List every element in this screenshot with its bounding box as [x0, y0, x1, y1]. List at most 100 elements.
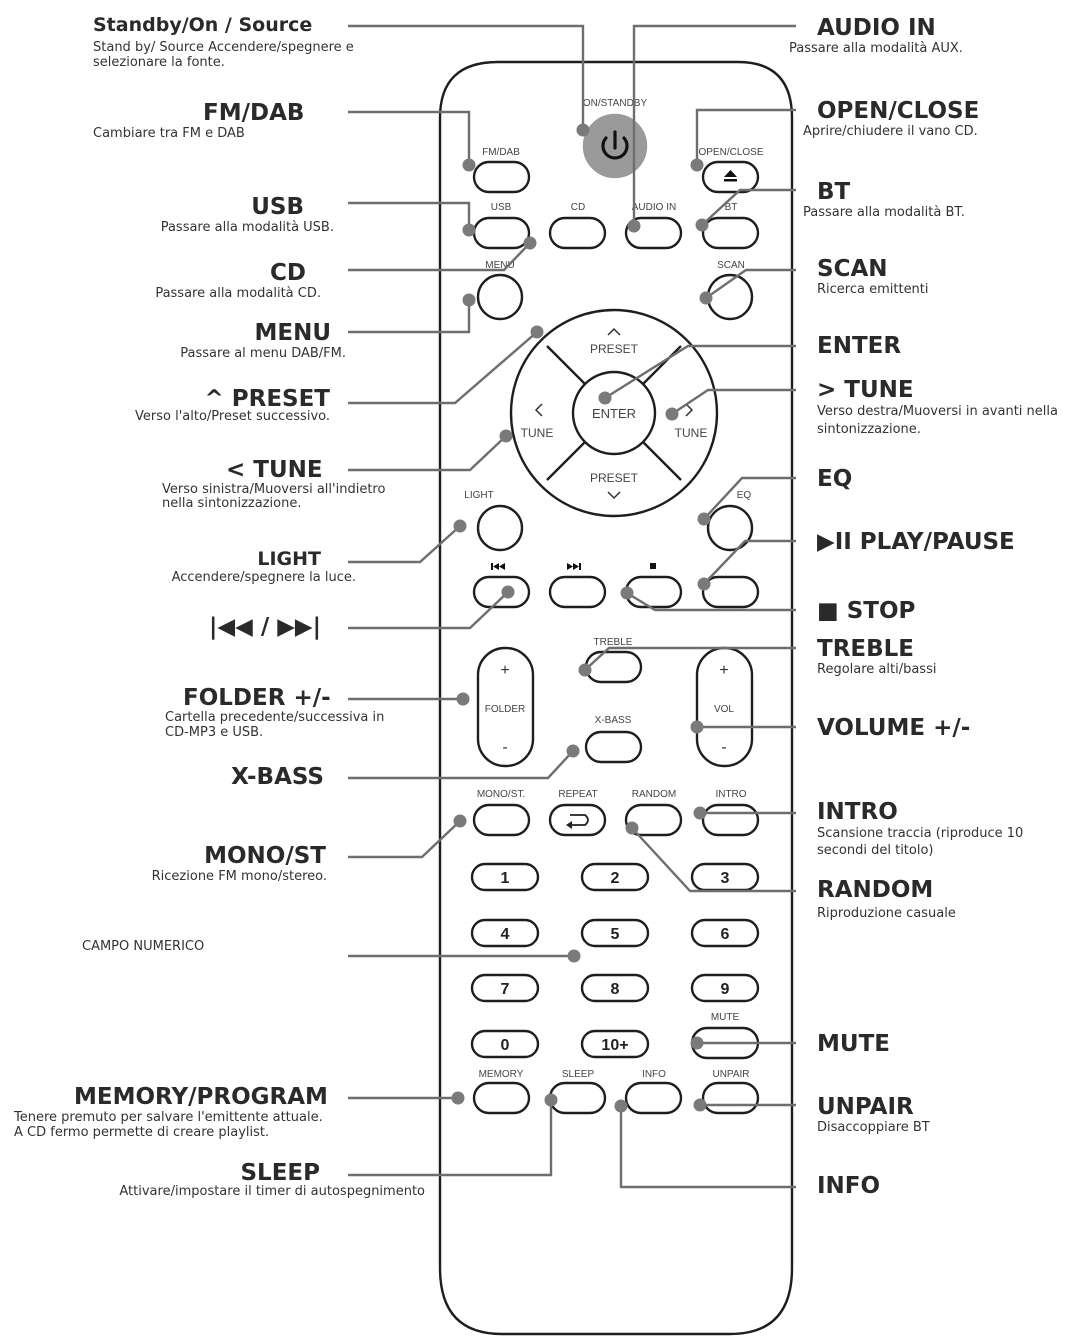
leader-dot-treble [578, 663, 592, 677]
annotation-fmdab-title: FM/DAB [203, 100, 305, 126]
annotation-audioin: AUDIO IN Passare alla modalità AUX. [789, 15, 963, 56]
leader-dot-fmdab [462, 158, 476, 172]
openclose-button[interactable] [701, 160, 760, 194]
leader-line-sleep [348, 1100, 553, 1177]
stop-button[interactable] [624, 575, 683, 609]
menu-button[interactable] [476, 273, 524, 321]
intro-button[interactable] [701, 803, 760, 837]
annotation-enter: ENTER [817, 333, 901, 359]
light-button[interactable] [476, 504, 524, 552]
bt-button[interactable] [701, 216, 760, 250]
annotation-memory: MEMORY/PROGRAM Tenere premuto per salvar… [14, 1084, 328, 1140]
leader-dot-stop [620, 586, 634, 600]
leader-dot-menu [462, 293, 476, 307]
rocker-signs: + - + - [500, 662, 728, 756]
annotation-standby: Standby/On / Source Stand by/ Source Acc… [93, 12, 383, 70]
number-button-10+[interactable] [580, 1029, 650, 1059]
number-button-0[interactable] [470, 1029, 540, 1059]
cd-button[interactable] [548, 216, 607, 250]
number-label-5: 5 [611, 926, 620, 943]
number-button-7[interactable] [470, 973, 540, 1003]
label-bt: BT [725, 202, 738, 213]
eq-button[interactable] [706, 504, 754, 552]
leader-line-info [619, 1106, 796, 1189]
enter-button[interactable] [571, 370, 657, 456]
annotation-scan-desc: Ricerca emittenti [817, 282, 929, 297]
transport-icons [491, 563, 656, 570]
unpair-button[interactable] [701, 1081, 760, 1115]
annotation-light: LIGHT Accendere/spegnere la luce. [172, 548, 356, 585]
dpad-down-label: PRESET [590, 471, 639, 485]
annotation-memory-title: MEMORY/PROGRAM [74, 1084, 328, 1110]
xbass-button[interactable] [584, 730, 643, 764]
number-button-5[interactable] [580, 918, 650, 948]
sleep-button[interactable] [548, 1081, 607, 1115]
audioin-button[interactable] [624, 216, 683, 250]
annotation-enter-title: ENTER [817, 333, 902, 359]
leader-dot-sleep [544, 1093, 558, 1107]
leader-dot-xbass [566, 744, 580, 758]
number-button-9[interactable] [690, 973, 760, 1003]
number-button-6[interactable] [690, 918, 760, 948]
number-button-1[interactable] [470, 862, 540, 892]
next-button[interactable] [548, 575, 607, 609]
annotation-light-desc: Accendere/spegnere la luce. [171, 570, 356, 585]
dpad-arrows [534, 327, 694, 500]
number-label-9: 9 [721, 981, 730, 998]
annotation-mute: MUTE [817, 1031, 890, 1057]
leader-dot-tune-l [499, 429, 513, 443]
dpad-right-label: TUNE [675, 426, 708, 440]
playpause-button[interactable] [701, 575, 760, 609]
annotation-intro-title: INTRO [817, 799, 898, 825]
annotation-monost-title: MONO/ST [204, 843, 326, 869]
annotation-tune-right-title: > TUNE [817, 377, 914, 403]
usb-button[interactable] [472, 216, 531, 250]
treble-button[interactable] [584, 650, 643, 684]
annotation-treble-desc: Regolare alti/bassi [817, 662, 937, 677]
leader-dot-memory [451, 1091, 465, 1105]
annotation-usb: USB Passare alla modalità USB. [161, 194, 334, 235]
repeat-button[interactable] [548, 803, 607, 837]
monost-button[interactable] [472, 803, 531, 837]
leader-dot-unpair [693, 1098, 707, 1112]
number-button-2[interactable] [580, 862, 650, 892]
annotation-tune-left-desc: Verso sinistra/Muoversi all'indietro nel… [162, 482, 386, 511]
annotation-sleep-title: SLEEP [240, 1160, 320, 1186]
info-button[interactable] [624, 1081, 683, 1115]
annotation-random-title: RANDOM [817, 877, 934, 903]
fmdab-button[interactable] [472, 160, 531, 194]
annotation-treble: TREBLE Regolare alti/bassi [817, 636, 936, 677]
annotation-standby-title: Standby/On / Source [93, 14, 313, 36]
number-label-4: 4 [501, 926, 510, 943]
leader-line-menu [348, 300, 471, 334]
random-button[interactable] [624, 803, 683, 837]
label-xbass: X-BASS [595, 715, 632, 726]
number-button-4[interactable] [470, 918, 540, 948]
leader-dot-openclose [690, 158, 704, 172]
annotation-unpair: UNPAIR Disaccoppiare BT [817, 1094, 930, 1135]
memory-button[interactable] [472, 1081, 531, 1115]
annotation-menu-title: MENU [254, 320, 331, 346]
dpad-left-arrow [534, 403, 543, 417]
leader-dot-mute [690, 1036, 704, 1050]
folder-rocker[interactable] [476, 646, 535, 768]
annotation-info: INFO [817, 1173, 880, 1199]
dpad-up-arrow [607, 327, 621, 336]
dpad-outer [509, 308, 719, 518]
annotation-volume-title: VOLUME +/- [817, 715, 971, 741]
leader-line-tune-r [671, 388, 796, 415]
annotation-tune-right-desc: Verso destra/Muoversi in avanti nella si… [817, 404, 1058, 437]
label-sleep: SLEEP [562, 1069, 595, 1080]
dpad-left-label: TUNE [521, 426, 554, 440]
number-button-8[interactable] [580, 973, 650, 1003]
stop-icon [650, 563, 656, 569]
annotation-treble-title: TREBLE [817, 636, 915, 662]
annotation-xbass-title: X-BASS [231, 764, 324, 790]
leader-line-openclose [695, 108, 796, 165]
dpad-down-arrow [607, 491, 621, 500]
dpad-center-label: ENTER [592, 406, 636, 421]
annotation-intro-desc: Scansione traccia (riproduce 10 secondi … [817, 826, 1024, 858]
annotation-sleep-desc: Attivare/impostare il timer di autospegn… [119, 1184, 425, 1199]
prev-button[interactable] [472, 575, 531, 609]
dpad-up-label: PRESET [590, 342, 639, 356]
